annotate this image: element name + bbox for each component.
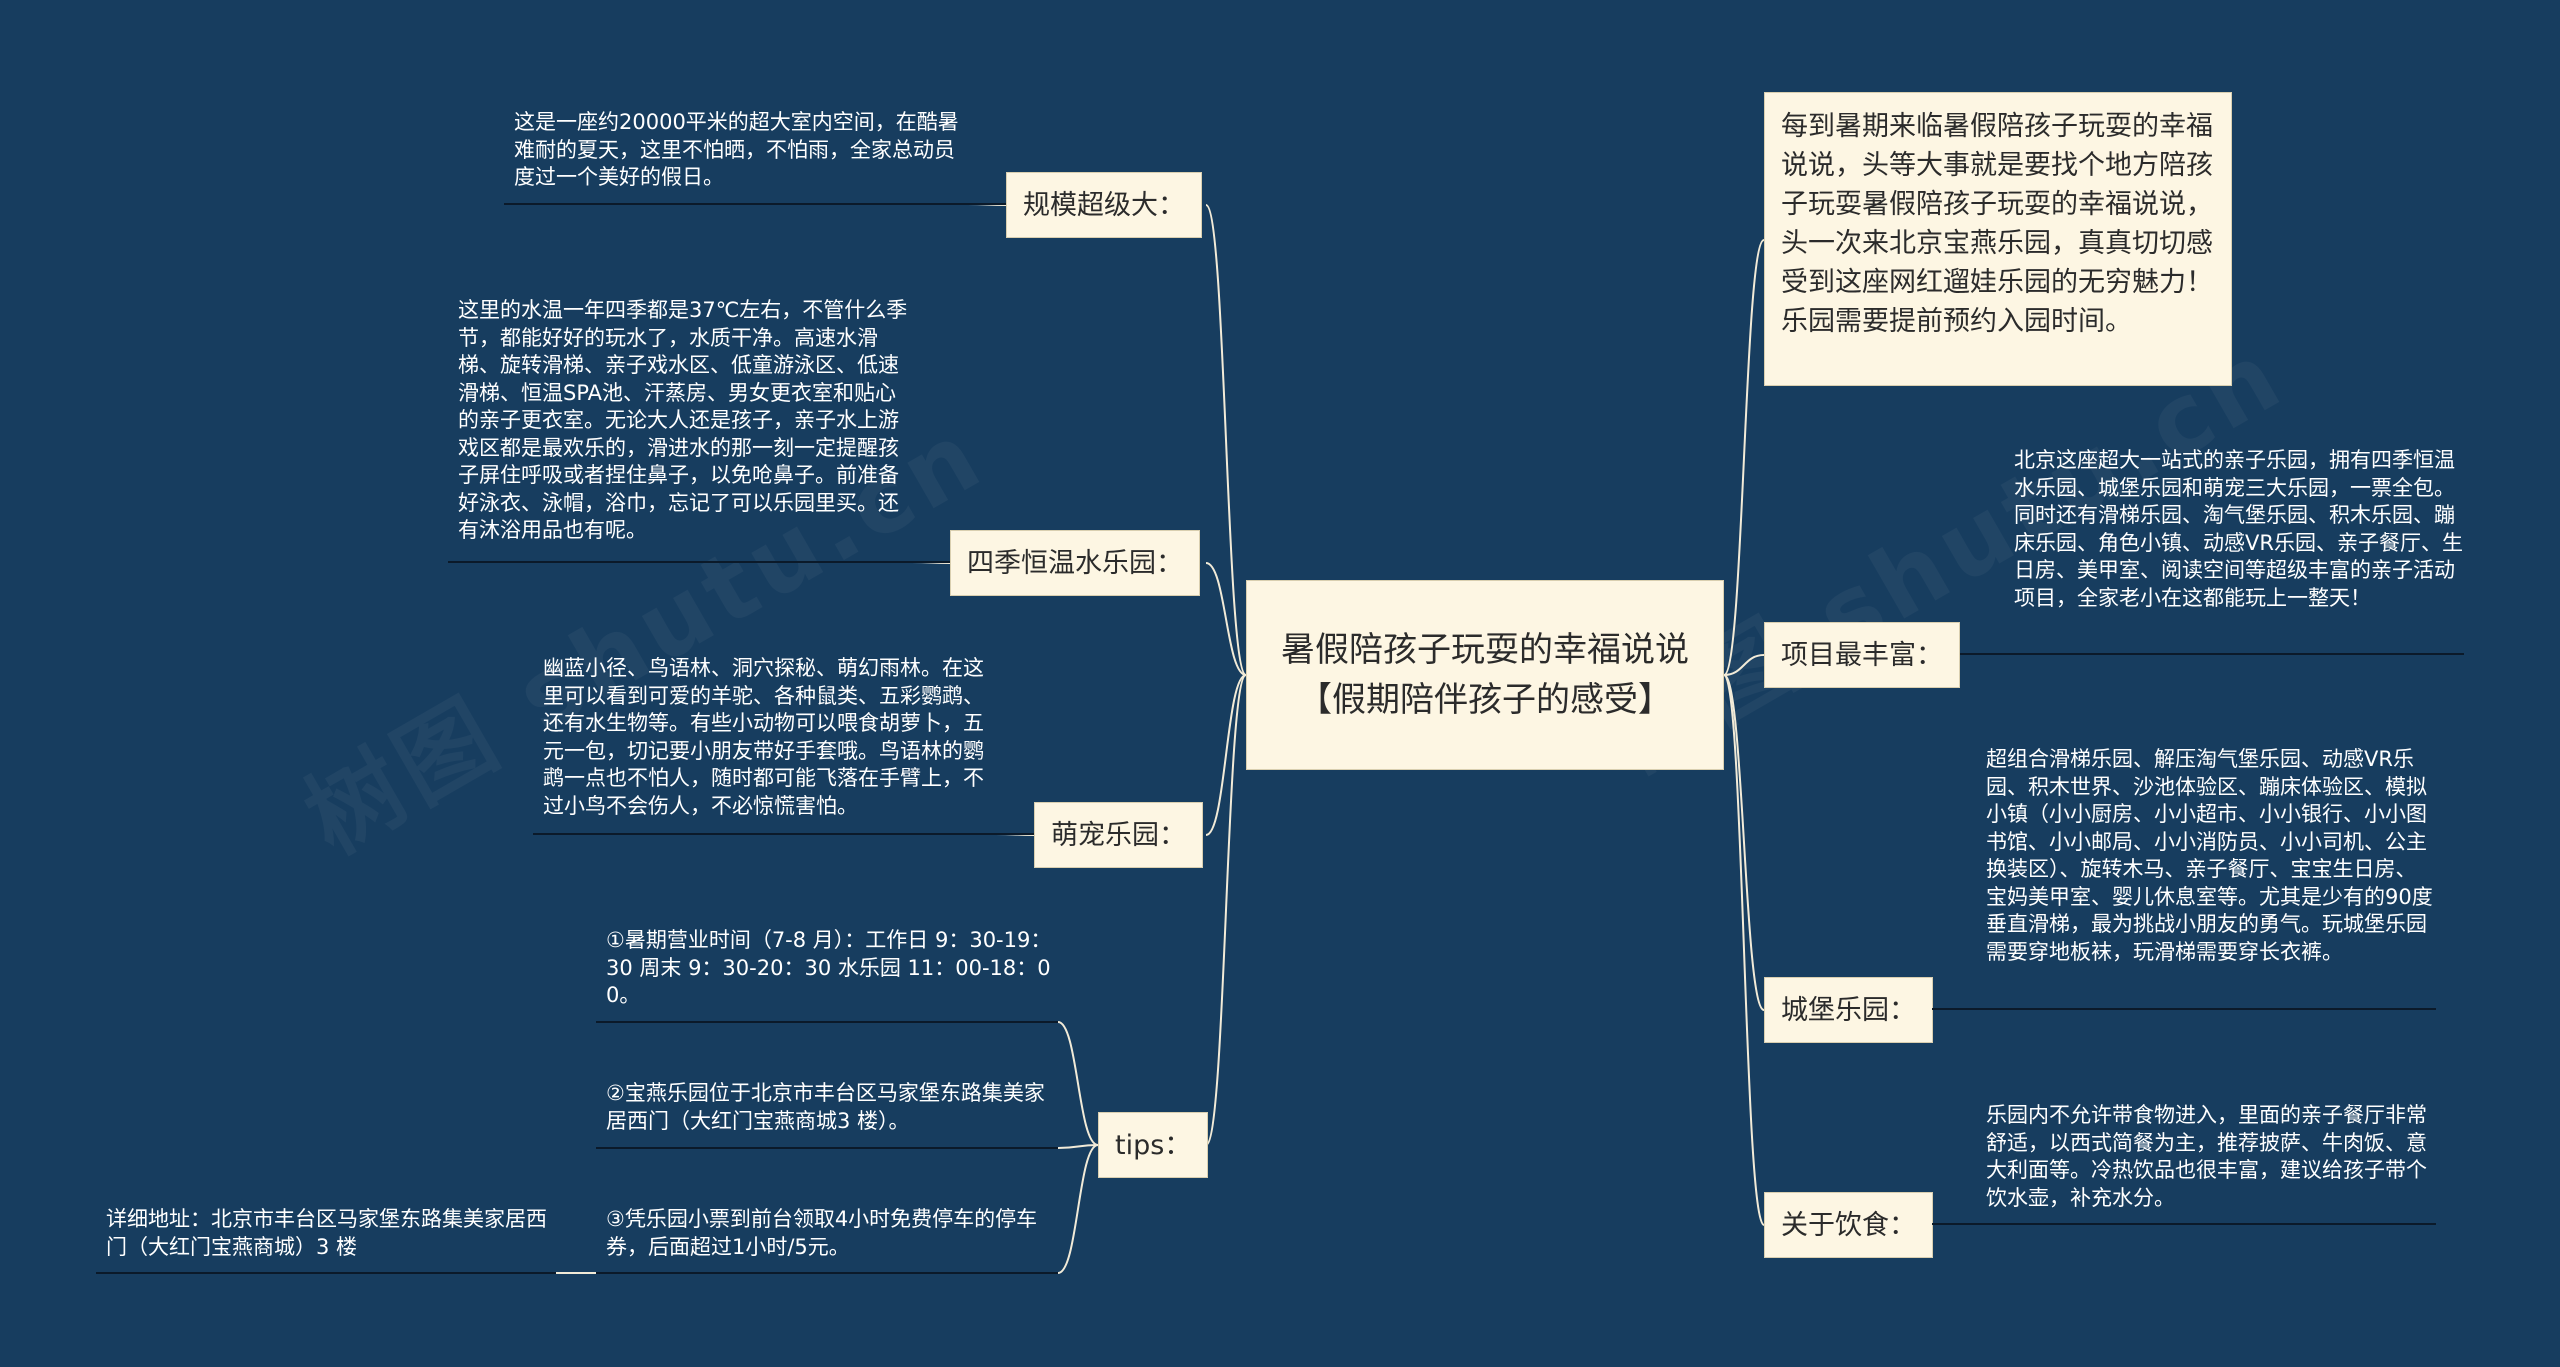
- branch-label: 规模超级大：: [1023, 190, 1185, 221]
- leaf-underline: [96, 1272, 556, 1274]
- leaf-underline: [1932, 1008, 2436, 1010]
- connector-center-attractions: [1723, 654, 1765, 676]
- leaf-underline: [1960, 653, 2464, 655]
- branch-tips[interactable]: tips：: [1098, 1112, 1209, 1178]
- branch-pet-park[interactable]: 萌宠乐园：: [1034, 802, 1203, 868]
- connector-center-tips: [1205, 674, 1247, 1146]
- central-topic-text: 暑假陪孩子玩耍的幸福说说【假期陪伴孩子的感受】: [1281, 630, 1689, 720]
- leaf-underline: [533, 833, 1034, 835]
- branch-label: 四季恒温水乐园：: [967, 548, 1183, 579]
- connector-center-food: [1723, 674, 1765, 1226]
- connector-tips-item2: [1057, 1144, 1099, 1149]
- leaf-underline: [596, 1147, 1058, 1149]
- leaf-underline: [596, 1272, 1058, 1274]
- branch-castle-park[interactable]: 城堡乐园：: [1764, 977, 1933, 1043]
- leaf-food-text: 乐园内不允许带食物进入，里面的亲子餐厅非常舒适，以西式简餐为主，推荐披萨、牛肉饭…: [1986, 1103, 2427, 1210]
- tips-detail-address: 详细地址：北京市丰台区马家堡东路集美家居西门（大红门宝燕商城）3 楼: [106, 1207, 547, 1259]
- leaf-scale-text: 这是一座约20000平米的超大室内空间，在酷暑难耐的夏天，这里不怕晒，不怕雨，全…: [514, 110, 959, 189]
- connector-center-castle: [1723, 674, 1765, 1011]
- tips-item-parking: ③凭乐园小票到前台领取4小时免费停车的停车券，后面超过1小时/5元。: [606, 1207, 1038, 1259]
- leaf-underline: [504, 203, 1006, 205]
- leaf-pet-park-text: 幽蓝小径、鸟语林、洞穴探秘、萌幻雨林。在这里可以看到可爱的羊驼、各种鼠类、五彩鹦…: [543, 656, 984, 818]
- leaf-underline: [448, 561, 950, 563]
- branch-food[interactable]: 关于饮食：: [1764, 1192, 1933, 1258]
- leaf-water-park-text: 这里的水温一年四季都是37℃左右，不管什么季节，都能好好的玩水了，水质干净。高速…: [458, 298, 908, 542]
- branch-label: 萌宠乐园：: [1051, 820, 1186, 851]
- branch-scale[interactable]: 规模超级大：: [1006, 172, 1202, 238]
- branch-water-park[interactable]: 四季恒温水乐园：: [950, 530, 1200, 596]
- leaf-underline: [596, 1021, 1058, 1023]
- branch-label: 城堡乐园：: [1781, 995, 1916, 1026]
- intro-text: 每到暑期来临暑假陪孩子玩耍的幸福说说，头等大事就是要找个地方陪孩子玩耍暑假陪孩子…: [1781, 111, 2213, 337]
- connector-center-pet: [1205, 674, 1247, 836]
- branch-label: tips：: [1115, 1130, 1192, 1161]
- connector-tips-item3: [1057, 1144, 1099, 1274]
- leaf-underline: [1932, 1223, 2436, 1225]
- connector-center-scale: [1205, 204, 1247, 676]
- tips-item-location: ②宝燕乐园位于北京市丰台区马家堡东路集美家居西门（大红门宝燕商城3 楼）。: [606, 1081, 1045, 1133]
- connector-tips-item1: [1057, 1021, 1099, 1146]
- tips-item-hours: ①暑期营业时间（7-8 月）：工作日 9：30-19：30 周末 9：30-20…: [606, 928, 1052, 1007]
- leaf-attractions-text: 北京这座超大一站式的亲子乐园，拥有四季恒温水乐园、城堡乐园和萌宠三大乐园，一票全…: [2014, 448, 2463, 610]
- intro-node[interactable]: 每到暑期来临暑假陪孩子玩耍的幸福说说，头等大事就是要找个地方陪孩子玩耍暑假陪孩子…: [1764, 92, 2232, 386]
- leaf-castle-park-text: 超组合滑梯乐园、解压淘气堡乐园、动感VR乐园、积木世界、沙池体验区、蹦床体验区、…: [1986, 747, 2433, 964]
- connector-center-intro: [1723, 239, 1765, 676]
- branch-attractions[interactable]: 项目最丰富：: [1764, 622, 1960, 688]
- central-topic[interactable]: 暑假陪孩子玩耍的幸福说说【假期陪伴孩子的感受】: [1246, 580, 1724, 770]
- connector-center-water: [1205, 562, 1247, 676]
- branch-label: 关于饮食：: [1781, 1210, 1916, 1241]
- branch-label: 项目最丰富：: [1781, 640, 1943, 671]
